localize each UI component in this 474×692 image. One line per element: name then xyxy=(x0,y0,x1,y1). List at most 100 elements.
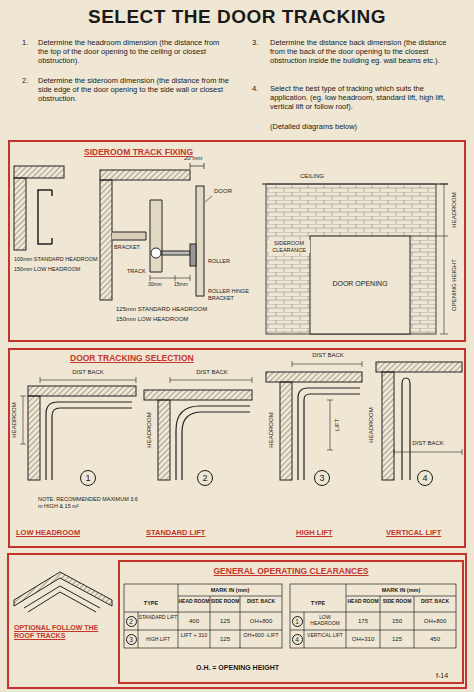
instruction-text: 4. xyxy=(252,84,258,93)
callout-number: 2 xyxy=(202,473,207,483)
outline-shape xyxy=(280,382,292,480)
table-cell: SIDE ROOM xyxy=(380,598,414,604)
table-cell: 450 xyxy=(414,636,456,643)
drawn-line xyxy=(394,449,462,455)
outline-shape xyxy=(290,584,456,648)
roller-symbol xyxy=(151,248,161,258)
outline-shape xyxy=(8,554,466,688)
drawn-line xyxy=(150,200,162,272)
outline-shape xyxy=(14,166,64,178)
drawn-line xyxy=(402,378,410,480)
drawn-line xyxy=(124,584,282,648)
table-cell: OH+800 xyxy=(240,618,282,625)
callout-circle: 1 xyxy=(292,616,303,627)
panel-heading: GENERAL OPERATING CLEARANCES xyxy=(120,566,462,576)
diagram-label: LIFT xyxy=(334,418,341,432)
callout-number: 4 xyxy=(295,636,299,643)
instruction-text: Determine the distance back dimension (t… xyxy=(270,38,462,65)
drawn-line xyxy=(298,388,360,480)
outline-shape xyxy=(100,170,190,180)
callout-number: 3 xyxy=(319,473,324,483)
table-cell: TYPE xyxy=(290,600,346,607)
panel-heading: SIDEROOM TRACK FIXING xyxy=(84,147,193,157)
part-label: 100mm STANDARD HEADROOM xyxy=(14,256,98,263)
drawn-line xyxy=(46,402,132,480)
diagram-panel: SIDEROOM TRACK FIXING xyxy=(8,140,466,342)
callout-circle: 3 xyxy=(126,634,137,645)
instruction-text: 2. xyxy=(22,76,28,85)
part-label: OPENING HEIGHT xyxy=(451,258,458,312)
outline-shape xyxy=(196,186,204,296)
table-cell: 125 xyxy=(210,618,240,625)
outline-shape xyxy=(28,386,136,396)
drawn-line xyxy=(150,275,190,281)
instruction-text: Determine the sideroom dimension (the di… xyxy=(38,76,230,103)
table-cell: OH+800 xyxy=(414,618,456,625)
drawn-line xyxy=(170,377,252,383)
part-label: ROLLER HINGE BRACKET xyxy=(208,288,264,301)
part-label: 125mm STANDARD HEADROOM xyxy=(116,306,207,313)
part-label: 150mm LOW HEADROOM xyxy=(116,316,188,323)
table-cell: SIDE ROOM xyxy=(210,598,240,604)
outline-shape xyxy=(158,400,170,480)
outline-shape xyxy=(100,180,112,300)
table-cell: 125 xyxy=(210,636,240,643)
drawn-line xyxy=(190,163,204,169)
drawn-line xyxy=(176,406,250,480)
part-label: CEILING xyxy=(300,173,324,180)
note-text: f-14 xyxy=(436,672,448,680)
outline-shape xyxy=(266,184,436,334)
diagram-label: DIST BACK xyxy=(398,440,458,447)
callout-circle: 3 xyxy=(314,470,330,486)
callout-circle: 1 xyxy=(80,470,96,486)
table-cell: HIGH LIFT xyxy=(138,636,178,642)
drawn-line xyxy=(205,196,212,202)
diagram-label: LOW HEADROOM xyxy=(16,528,80,537)
table-cell: DIST. BACK xyxy=(414,598,456,604)
instruction-text: Select the best type of tracking which s… xyxy=(270,84,462,111)
diagram-label: HIGH LIFT xyxy=(296,528,333,537)
callout-number: 2 xyxy=(129,618,133,625)
outline-shape xyxy=(266,372,362,382)
outline-shape xyxy=(382,372,394,480)
callout-circle: 4 xyxy=(417,470,433,486)
part-label: DOOR OPENING xyxy=(320,280,400,288)
page-title: SELECT THE DOOR TRACKING xyxy=(0,6,474,28)
callout-circle: 2 xyxy=(126,616,137,627)
table-cell: 400 xyxy=(178,618,210,625)
drawing-group xyxy=(8,163,466,688)
drawn-line xyxy=(14,572,112,606)
diagram-label: DIST BACK xyxy=(60,369,116,376)
diagram-label: HEADROOM xyxy=(368,406,375,443)
panel-heading: DOOR TRACKING SELECTION xyxy=(70,353,194,363)
part-label: BRACKET xyxy=(114,244,140,251)
table-cell: LOW HEADROOM xyxy=(304,614,346,626)
table-cell: MARK IN (mm) xyxy=(178,587,282,594)
instruction-text: 3. xyxy=(252,38,258,47)
table-cell: LIFT + 310 xyxy=(178,632,210,639)
diagram-panel: DOOR TRACKING SELECTION 1 2 3 4 xyxy=(8,348,466,548)
drawn-line xyxy=(410,184,448,334)
outline-shape xyxy=(190,244,196,266)
outline-shape xyxy=(310,236,410,334)
callout-number: 3 xyxy=(129,636,133,643)
drawn-line xyxy=(20,396,26,444)
callout-number: 1 xyxy=(295,618,299,625)
table-cell: DIST. BACK xyxy=(240,598,282,604)
diagram-label: DIST BACK xyxy=(298,352,358,359)
diagram-label: OPTIONAL FOLLOW THE ROOF TRACKS xyxy=(14,624,104,641)
callout-number: 4 xyxy=(422,473,427,483)
table-cell: 175 xyxy=(346,618,380,625)
diagram-label: STANDARD LIFT xyxy=(146,528,205,537)
diagram-label: HEADROOM xyxy=(11,401,18,438)
table-cell: MARK IN (mm) xyxy=(346,587,456,594)
part-label: 15mm xyxy=(174,281,188,287)
outline-shape xyxy=(124,584,282,648)
drawn-line xyxy=(40,377,136,383)
table-cell: OH+310 xyxy=(346,636,380,643)
part-label: 30mm xyxy=(148,281,162,287)
table-cell: 125 xyxy=(380,636,414,643)
drawn-line xyxy=(290,584,456,648)
instruction-text: Determine the headroom dimension (the di… xyxy=(38,38,230,65)
instruction-text: 1. xyxy=(22,38,28,47)
